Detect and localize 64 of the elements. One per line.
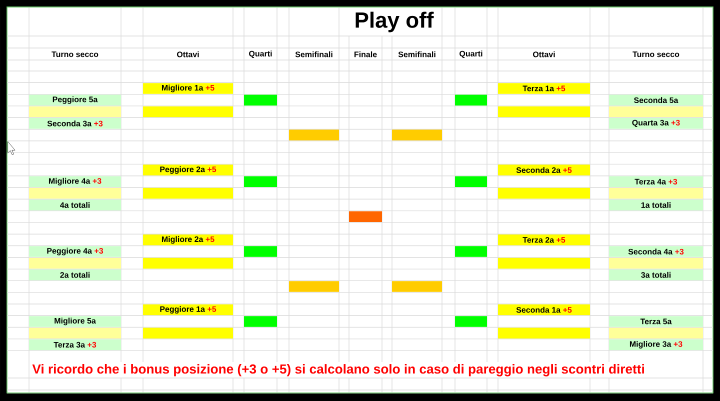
bracket-slot: 4a totali <box>29 200 121 210</box>
bracket-slot: Migliore 2a +5 <box>143 234 233 246</box>
bracket-slot: Terza 1a +5 <box>498 83 590 94</box>
empty-slot <box>289 281 339 292</box>
empty-slot <box>244 246 277 257</box>
bracket-slot: Peggiore 2a +5 <box>143 164 233 176</box>
empty-slot <box>244 94 277 106</box>
empty-slot <box>609 106 703 118</box>
bracket-slot: 3a totali <box>609 270 703 280</box>
column-header: Finale <box>354 51 377 58</box>
bracket-slot: Terza 5a <box>609 316 703 327</box>
empty-slot <box>455 316 487 327</box>
column-header: Turno secco <box>632 52 680 58</box>
empty-slot <box>244 176 277 188</box>
bracket-slot: Seconda 5a <box>609 94 703 106</box>
empty-slot <box>455 94 487 106</box>
column-header: Quarti <box>249 50 272 58</box>
bracket-slot: Terza 4a +3 <box>609 176 703 188</box>
column-header: Quarti <box>460 50 482 58</box>
empty-slot <box>498 258 590 269</box>
empty-slot <box>289 130 339 140</box>
bracket-slot: Seconda 1a +5 <box>498 304 590 316</box>
bracket-slot: 1a totali <box>609 200 703 210</box>
empty-slot <box>498 106 590 118</box>
empty-slot <box>609 258 703 269</box>
empty-slot <box>392 130 442 140</box>
bracket-slot: Peggiore 1a +5 <box>143 304 233 316</box>
bracket-slot: Migliore 1a +5 <box>143 83 233 94</box>
bracket-slot: Seconda 3a +3 <box>29 118 121 129</box>
empty-slot <box>143 328 233 338</box>
empty-slot <box>143 258 233 269</box>
empty-slot <box>498 328 590 338</box>
empty-slot <box>29 328 121 338</box>
empty-slot <box>392 281 442 292</box>
empty-slot <box>455 246 487 257</box>
empty-slot <box>29 106 121 118</box>
column-header: Semifinali <box>295 51 332 58</box>
bracket-slot: Migliore 3a +3 <box>609 339 703 350</box>
empty-slot <box>498 188 590 199</box>
empty-slot <box>609 188 703 199</box>
bracket-slot: Peggiore 4a +3 <box>29 246 121 257</box>
title: Play off <box>356 12 434 32</box>
column-header: Ottavi <box>177 51 199 58</box>
bracket-slot: Quarta 3a +3 <box>609 118 703 129</box>
bracket-slot: Seconda 2a +5 <box>498 164 590 176</box>
empty-slot <box>244 316 277 327</box>
bracket-slot: Migliore 5a <box>29 316 121 327</box>
column-header: Turno secco <box>52 52 98 58</box>
empty-slot <box>143 106 233 118</box>
bracket-slot: Terza 3a +3 <box>29 339 121 350</box>
bracket-slot: Migliore 4a +3 <box>29 176 121 188</box>
note-text: Vi ricordo che i bonus posizione (+3 o +5) si calcolano solo in caso di pareggio negli scontri diretti <box>32 364 644 376</box>
column-header: Ottavi <box>533 51 555 58</box>
bracket-slot: 2a totali <box>29 270 121 280</box>
empty-slot <box>143 188 233 199</box>
empty-slot <box>29 258 121 269</box>
column-header: Semifinali <box>398 51 436 58</box>
bracket-slot: Peggiore 5a <box>29 94 121 106</box>
bracket-slot: Seconda 4a +3 <box>609 246 703 257</box>
empty-slot <box>29 188 121 199</box>
empty-slot <box>349 211 382 222</box>
bracket-slot: Terza 2a +5 <box>498 234 590 246</box>
empty-slot <box>455 176 487 188</box>
empty-slot <box>609 328 703 338</box>
